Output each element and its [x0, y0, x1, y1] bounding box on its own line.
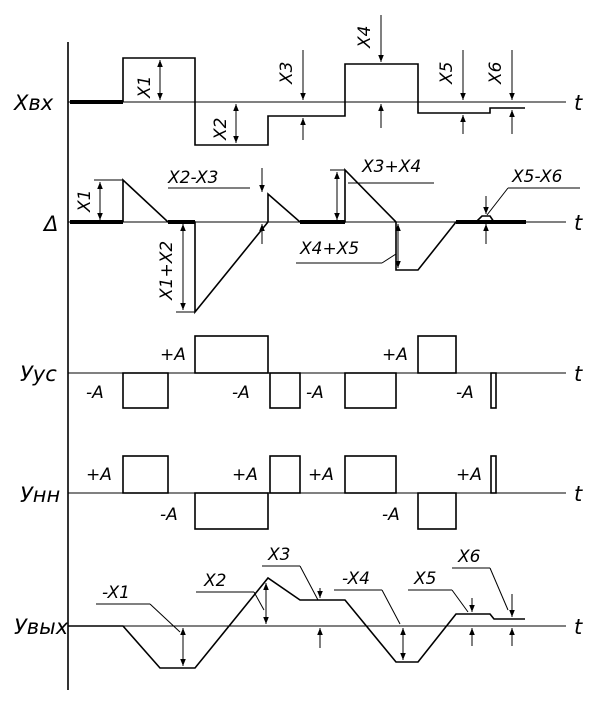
- uus-pulse-1: [122, 372, 169, 409]
- delta-t-label: t: [574, 211, 583, 235]
- uus-label-minus-1: -A: [86, 383, 104, 403]
- uout-axis-label: Увых: [14, 615, 69, 639]
- uout-x2-leader-diag: [253, 591, 265, 611]
- unn-pulse-6: [490, 455, 497, 494]
- uus-axis-label: Уус: [20, 362, 57, 386]
- uout-signal: [68, 576, 525, 669]
- uout-x3-leader-diag: [299, 565, 319, 601]
- unn-pulse-3: [269, 455, 301, 494]
- uout-x2-label: X2: [203, 571, 226, 591]
- delta-x3x4-label: X3+X4: [361, 157, 421, 177]
- delta-plot: Δ t X1 X1+X2 X2-X3 X3+X4 X4+X5 X5-X6: [42, 157, 583, 315]
- delta-x5x6-label: X5-X6: [511, 167, 563, 187]
- delta-axis-label: Δ: [42, 212, 58, 236]
- uus-label-minus-3: -A: [306, 383, 324, 403]
- uout-plot: Увых t -X1 X2 X3 -X4 X5 X6: [14, 545, 583, 669]
- uout-x5-leader-diag: [451, 589, 469, 613]
- uus-label-minus-4: -A: [456, 383, 474, 403]
- uus-label-plus-2: +A: [382, 345, 408, 365]
- xin-axis-label: Xвх: [13, 91, 54, 115]
- delta-x5x6-leader-diag: [486, 187, 509, 216]
- uus-t-label: t: [574, 362, 583, 386]
- xin-x4-label: X4: [355, 26, 375, 49]
- unn-pulse-1: [122, 455, 169, 494]
- xin-x5-label: X5: [437, 62, 457, 85]
- delta-x1-label: X1: [75, 190, 95, 213]
- uout-x5-label: X5: [413, 569, 436, 589]
- unn-label-plus-4: +A: [456, 465, 482, 485]
- delta-x4x5-label: X4+X5: [299, 239, 359, 259]
- delta-x4x5-leader-diag: [381, 253, 397, 264]
- unn-label-plus-1: +A: [86, 465, 112, 485]
- delta-x2x3-label: X2-X3: [167, 168, 218, 188]
- uus-pulse-6: [490, 372, 497, 409]
- delta-x1x2-label: X1+X2: [157, 241, 177, 301]
- uus-plot: Уус t -A +A -A -A +A -A: [20, 335, 583, 409]
- uus-label-minus-2: -A: [232, 383, 250, 403]
- uout-x6-leader-diag: [489, 567, 509, 611]
- xin-signal: [122, 57, 525, 146]
- unn-t-label: t: [574, 482, 583, 506]
- xin-plot: Xвх t X1 X2 X3 X4 X5 X6: [13, 15, 583, 146]
- unn-plot: Унн t +A -A +A +A -A +A: [20, 455, 583, 530]
- uout-t-label: t: [574, 615, 583, 639]
- uout-mx4-leader-diag: [381, 589, 401, 625]
- xin-x2-label: X2: [211, 118, 231, 141]
- unn-label-minus-2: -A: [382, 505, 400, 525]
- delta-signal: [122, 168, 495, 315]
- unn-pulse-2: [194, 492, 269, 530]
- uout-x3-label: X3: [267, 545, 290, 565]
- uus-pulse-5: [417, 335, 457, 374]
- uout-mx1-label: -X1: [102, 583, 130, 603]
- uout-x6-label: X6: [457, 547, 481, 567]
- unn-pulse-4: [344, 455, 397, 494]
- unn-axis-label: Унн: [20, 483, 60, 507]
- uout-mx4-label: -X4: [342, 569, 370, 589]
- unn-label-minus-1: -A: [160, 505, 178, 525]
- uus-pulse-2: [194, 335, 269, 374]
- unn-label-plus-2: +A: [232, 465, 258, 485]
- unn-pulse-5: [417, 492, 457, 530]
- xin-x3-label: X3: [277, 62, 297, 85]
- unn-label-plus-3: +A: [308, 465, 334, 485]
- uus-label-plus-1: +A: [160, 345, 186, 365]
- xin-x6-label: X6: [486, 61, 506, 85]
- xin-x1-label: X1: [135, 76, 155, 99]
- uus-pulse-3: [269, 372, 301, 409]
- xin-t-label: t: [574, 91, 583, 115]
- uus-pulse-4: [344, 372, 397, 409]
- uout-mx1-leader-diag: [149, 603, 181, 633]
